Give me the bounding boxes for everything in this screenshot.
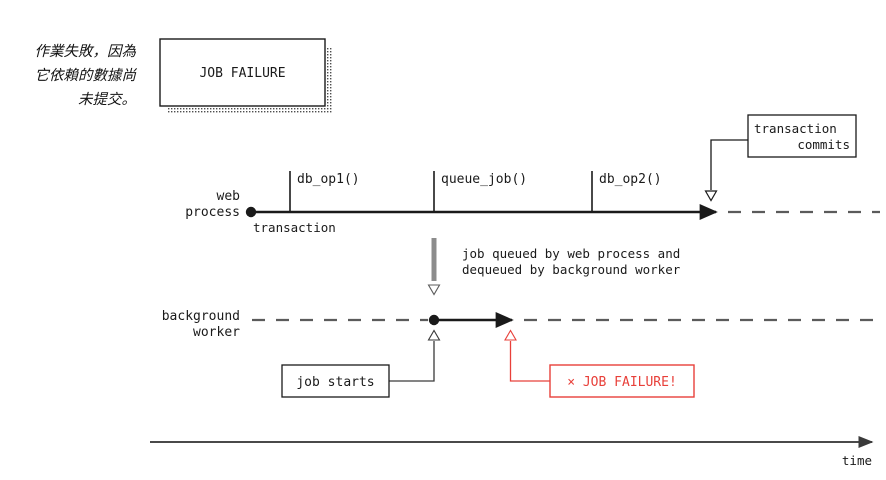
job-starts-annotation: job starts [281, 329, 441, 398]
background-worker-label-line-1: background [162, 309, 240, 324]
job-starts-label: job starts [296, 375, 374, 390]
note-line-1: 作業失敗，因為 [35, 43, 137, 60]
transaction-commits-line-1: transaction [754, 121, 837, 136]
lane-web-process: web process transaction db_op1() queue_j… [185, 171, 880, 235]
background-worker-label-line-2: worker [193, 325, 240, 340]
transaction-commits-line-2: commits [797, 137, 850, 152]
job-starts-leader [389, 341, 435, 382]
event-db-op1: db_op1() [289, 171, 360, 213]
web-process-start-dot [245, 206, 257, 218]
web-process-label-line-2: process [185, 205, 240, 220]
transaction-commits-marker-triangle [704, 190, 718, 202]
queue-handoff-annotation: job queued by web process and dequeued b… [427, 238, 681, 296]
job-failure-marker-triangle [504, 329, 517, 341]
transaction-sublabel: transaction [253, 220, 336, 235]
db-op1-label: db_op1() [297, 172, 360, 187]
note-line-2: 它依賴的數據尚 [35, 67, 138, 84]
transaction-commits-box [747, 114, 857, 158]
job-failure-label: × JOB FAILURE! [567, 375, 677, 390]
transaction-commits-leader [710, 139, 748, 190]
note-line-3: 未提交。 [78, 91, 136, 108]
job-failure-callout-box: JOB FAILURE [159, 38, 333, 114]
time-axis-label: time [842, 453, 872, 468]
web-process-label-line-1: web [217, 189, 241, 204]
callout-box-frame [159, 38, 326, 107]
callout-box-label: JOB FAILURE [199, 66, 285, 81]
background-worker-start-dot [428, 314, 440, 326]
queue-job-label: queue_job() [441, 172, 527, 187]
job-failure-annotation: × JOB FAILURE! [504, 329, 695, 398]
transaction-commits-annotation: transaction commits [704, 114, 857, 202]
job-failure-leader [509, 341, 550, 382]
job-failure-box [549, 364, 695, 398]
queue-note-line-2: dequeued by background worker [462, 262, 681, 277]
job-starts-box [281, 364, 390, 398]
time-axis: time [150, 436, 874, 468]
explanatory-note: 作業失敗，因為 它依賴的數據尚 未提交。 [35, 43, 138, 108]
event-db-op2: db_op2() [591, 171, 662, 213]
queue-note-line-1: job queued by web process and [462, 246, 680, 261]
db-op2-label: db_op2() [599, 172, 662, 187]
event-queue-job: queue_job() [433, 171, 527, 213]
job-starts-marker-triangle [427, 329, 441, 341]
queue-handoff-triangle [427, 284, 441, 296]
lane-background-worker: background worker [162, 309, 880, 340]
